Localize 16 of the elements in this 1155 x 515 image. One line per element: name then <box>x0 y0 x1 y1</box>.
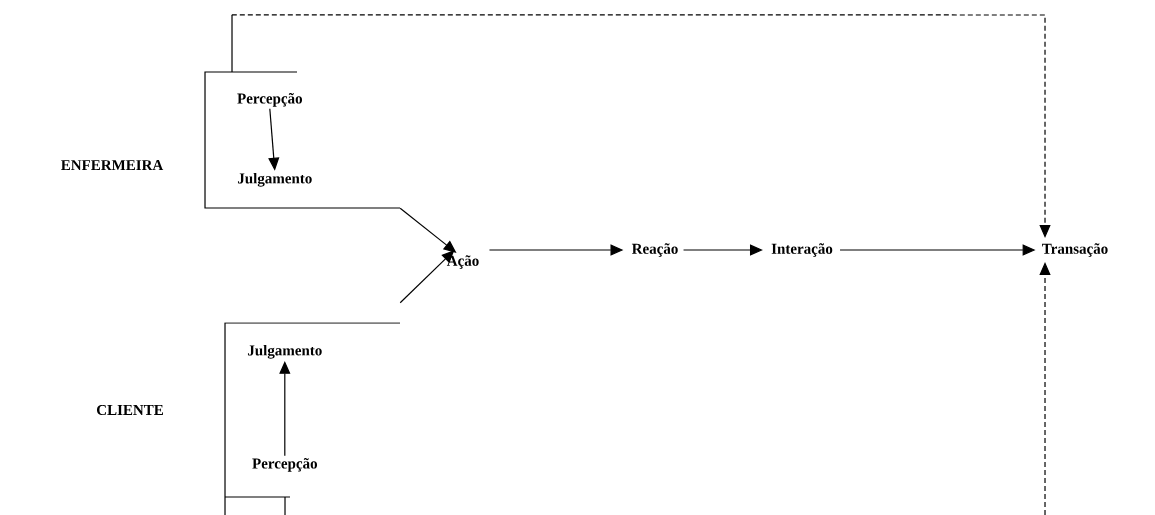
arrow <box>1039 262 1051 515</box>
node-label: Percepção <box>237 93 302 107</box>
node-label: Interação <box>771 243 833 257</box>
arrow <box>399 250 455 304</box>
node-label: Ação <box>446 255 479 269</box>
node-label: Percepção <box>252 458 317 472</box>
node-label: Julgamento <box>237 172 312 187</box>
node-label: Transação <box>1042 243 1108 257</box>
bracket-frame <box>224 322 401 515</box>
row-label: CLIENTE <box>97 404 163 416</box>
row-label: ENFERMEIRA <box>61 160 164 170</box>
arrow <box>682 244 763 256</box>
arrow <box>231 14 1051 238</box>
node-label: Reação <box>631 243 678 257</box>
bracket-frame <box>204 14 401 209</box>
node-label: Julgamento <box>247 344 322 359</box>
